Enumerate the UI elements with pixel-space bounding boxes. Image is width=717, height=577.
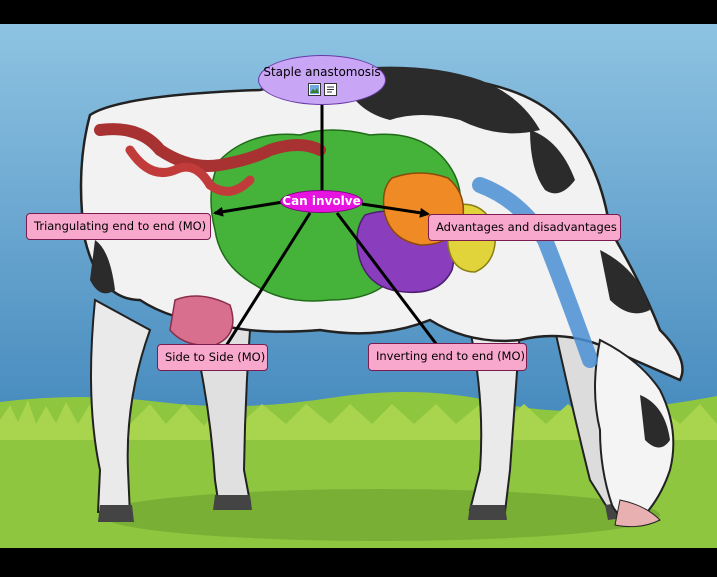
cow-spot	[90, 240, 115, 294]
root-node-label: Staple anastomosis	[263, 65, 381, 79]
connector-side-to-side	[224, 212, 312, 347]
cow-spot	[340, 66, 540, 134]
arrow-to-advantages	[361, 202, 430, 218]
hoof	[213, 495, 252, 510]
intestine	[94, 123, 326, 172]
hoof	[468, 505, 507, 520]
udder	[169, 295, 234, 347]
cow-head-spot	[640, 395, 670, 448]
cow-spot	[600, 250, 650, 314]
cow-muzzle	[614, 499, 661, 528]
node-inverting-end-to-end[interactable]: Inverting end to end (MO)	[368, 343, 527, 371]
cow-spot	[530, 130, 575, 194]
cow-shadow	[100, 489, 660, 541]
node-side-to-side[interactable]: Side to Side (MO)	[157, 344, 268, 371]
root-node-staple-anastomosis[interactable]: Staple anastomosis	[258, 55, 386, 105]
linking-phrase-can-involve[interactable]: Can involve	[280, 190, 363, 213]
back-leg-left	[90, 298, 152, 517]
image-icon[interactable]	[307, 83, 321, 96]
notes-icon[interactable]	[323, 83, 337, 96]
node-triangulating-end-to-end[interactable]: Triangulating end to end (MO)	[26, 213, 211, 240]
node-advantages-and-disadvantages[interactable]: Advantages and disadvantages	[428, 214, 621, 241]
intestine	[125, 145, 255, 196]
hoof	[98, 505, 134, 522]
grass-blades	[0, 400, 717, 440]
arrow-to-triangulating	[213, 200, 284, 217]
connector-inverting	[335, 212, 439, 346]
